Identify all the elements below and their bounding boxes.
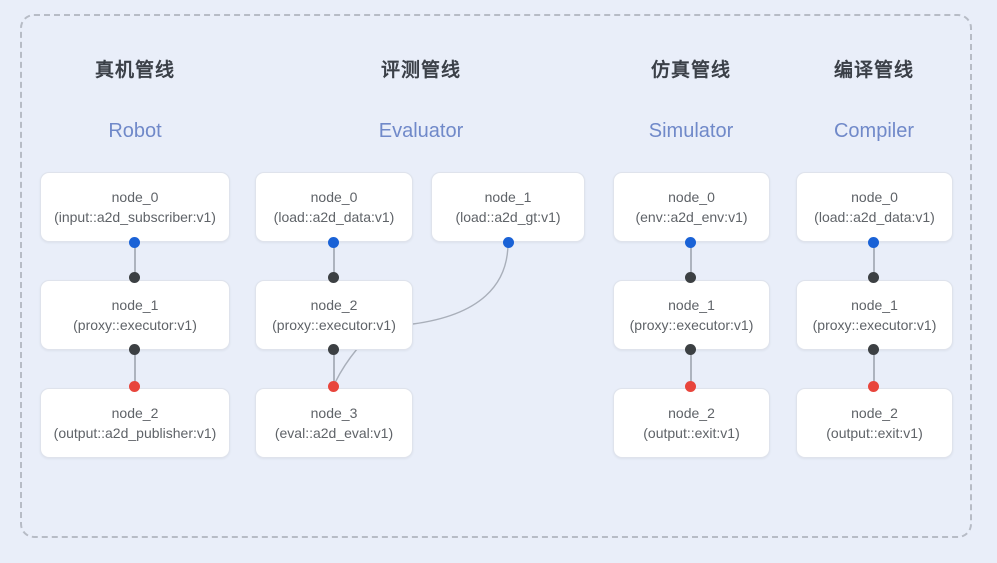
node-compiler-2[interactable]: node_2 (output::exit:v1): [796, 388, 953, 458]
node-id: node_1: [111, 297, 159, 313]
node-id: node_2: [851, 405, 898, 421]
column-header-simulator: 仿真管线 Simulator: [596, 58, 786, 144]
column-title-en-simulator: Simulator: [648, 120, 734, 142]
port-in-simulator-2[interactable]: [685, 381, 696, 392]
column-title-en-evaluator: Evaluator: [378, 120, 464, 142]
column-header-evaluator: 评测管线 Evaluator: [326, 58, 516, 144]
column-header-robot: 真机管线 Robot: [40, 58, 230, 144]
edge-simulator-1-2: [690, 350, 692, 388]
column-header-compiler: 编译管线 Compiler: [779, 58, 969, 144]
node-id: node_3: [310, 405, 358, 421]
node-id: node_0: [668, 189, 715, 205]
port-out-evaluator-2[interactable]: [328, 344, 339, 355]
port-in-evaluator-2[interactable]: [328, 272, 339, 283]
port-in-simulator-1[interactable]: [685, 272, 696, 283]
node-id: node_1: [668, 297, 715, 313]
node-type: (proxy::executor:v1): [812, 317, 937, 333]
column-title-cn-evaluator: 评测管线: [380, 60, 461, 81]
port-out-compiler-0[interactable]: [868, 237, 879, 248]
node-type: (env::a2d_env:v1): [635, 209, 748, 225]
column-title-en-compiler: Compiler: [833, 120, 915, 142]
port-in-compiler-2[interactable]: [868, 381, 879, 392]
column-title-en-robot: Robot: [108, 120, 162, 142]
pipeline-group-frame: [20, 14, 972, 538]
node-type: (load::a2d_gt:v1): [455, 209, 561, 225]
port-out-evaluator-0[interactable]: [328, 237, 339, 248]
port-in-robot-1[interactable]: [129, 272, 140, 283]
node-id: node_1: [484, 189, 532, 205]
node-id: node_2: [310, 297, 358, 313]
port-out-compiler-1[interactable]: [868, 344, 879, 355]
column-title-cn-simulator: 仿真管线: [650, 60, 731, 81]
node-type: (proxy::executor:v1): [629, 317, 754, 333]
port-out-simulator-0[interactable]: [685, 237, 696, 248]
node-type: (output::a2d_publisher:v1): [53, 425, 217, 441]
node-type: (load::a2d_data:v1): [814, 209, 935, 225]
node-id: node_0: [310, 189, 358, 205]
node-type: (input::a2d_subscriber:v1): [54, 209, 216, 225]
port-out-robot-0[interactable]: [129, 237, 140, 248]
node-compiler-0[interactable]: node_0 (load::a2d_data:v1): [796, 172, 953, 242]
edge-simulator-0-1: [690, 242, 692, 280]
port-in-robot-2[interactable]: [129, 381, 140, 392]
node-evaluator-2[interactable]: node_2 (proxy::executor:v1): [255, 280, 413, 350]
node-type: (output::exit:v1): [643, 425, 740, 441]
node-simulator-2[interactable]: node_2 (output::exit:v1): [613, 388, 770, 458]
node-type: (proxy::executor:v1): [73, 317, 197, 333]
node-compiler-1[interactable]: node_1 (proxy::executor:v1): [796, 280, 953, 350]
port-in-compiler-1[interactable]: [868, 272, 879, 283]
node-simulator-0[interactable]: node_0 (env::a2d_env:v1): [613, 172, 770, 242]
node-id: node_0: [851, 189, 898, 205]
edge-robot-1-2: [134, 350, 136, 388]
node-type: (output::exit:v1): [826, 425, 923, 441]
node-id: node_1: [851, 297, 898, 313]
edge-evaluator-0-2: [333, 242, 335, 280]
node-id: node_0: [111, 189, 159, 205]
port-in-evaluator-3[interactable]: [328, 381, 339, 392]
port-out-simulator-1[interactable]: [685, 344, 696, 355]
node-type: (load::a2d_data:v1): [273, 209, 395, 225]
node-type: (proxy::executor:v1): [272, 317, 396, 333]
node-evaluator-1-gt[interactable]: node_1 (load::a2d_gt:v1): [431, 172, 585, 242]
column-title-cn-robot: 真机管线: [94, 60, 175, 81]
column-title-cn-compiler: 编译管线: [833, 60, 914, 81]
node-evaluator-3[interactable]: node_3 (eval::a2d_eval:v1): [255, 388, 413, 458]
node-id: node_2: [668, 405, 715, 421]
edge-compiler-0-1: [873, 242, 875, 280]
node-evaluator-0[interactable]: node_0 (load::a2d_data:v1): [255, 172, 413, 242]
node-type: (eval::a2d_eval:v1): [274, 425, 394, 441]
edge-robot-0-1: [134, 242, 136, 280]
node-simulator-1[interactable]: node_1 (proxy::executor:v1): [613, 280, 770, 350]
node-id: node_2: [111, 405, 159, 421]
node-robot-2[interactable]: node_2 (output::a2d_publisher:v1): [40, 388, 230, 458]
port-out-robot-1[interactable]: [129, 344, 140, 355]
edge-compiler-1-2: [873, 350, 875, 388]
port-out-evaluator-gt[interactable]: [503, 237, 514, 248]
node-robot-0[interactable]: node_0 (input::a2d_subscriber:v1): [40, 172, 230, 242]
node-robot-1[interactable]: node_1 (proxy::executor:v1): [40, 280, 230, 350]
